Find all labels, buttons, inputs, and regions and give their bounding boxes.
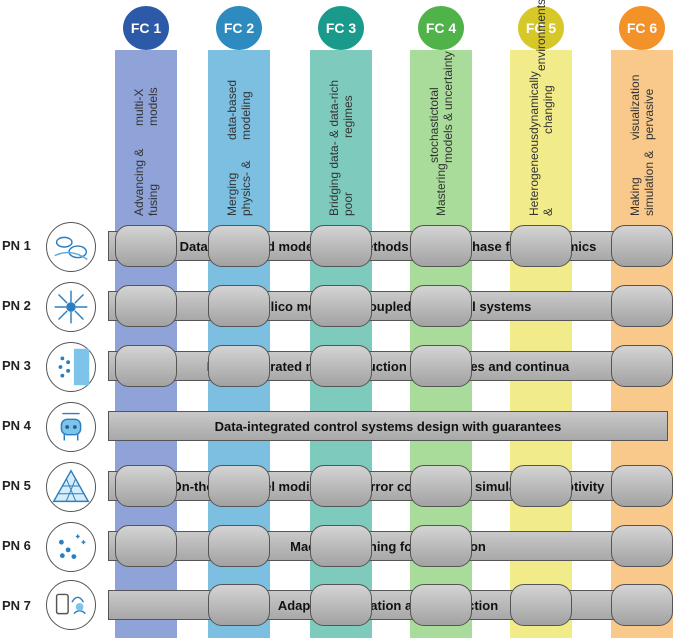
pn-7-pill-fc-6: [611, 584, 673, 626]
pn-3-pill-fc-1: [115, 345, 177, 387]
pn-1-pill-fc-1: [115, 225, 177, 267]
pn-bar-5: On-the-fly model modification, error con…: [108, 471, 668, 501]
pn-label-5: PN 5: [2, 478, 31, 493]
mesh-icon: [46, 462, 96, 512]
fc-label-6: Making simulation &visualization pervasi…: [628, 75, 656, 216]
devices-icon: [46, 580, 96, 630]
fc-badge-5: FC 5: [518, 6, 564, 50]
pn-bar-1: Data-integrated models and methods for m…: [108, 231, 668, 261]
pn-6-pill-fc-1: [115, 525, 177, 567]
pn-2-pill-fc-4: [410, 285, 472, 327]
pn-bar-3: Data-integrated model reduction for part…: [108, 351, 668, 381]
pn-label-6: PN 6: [2, 538, 31, 553]
pn-7-pill-fc-3: [310, 584, 372, 626]
pn-2-pill-fc-3: [310, 285, 372, 327]
pn-bar-2: In silico models of coupled biological s…: [108, 291, 668, 321]
fc-label-2: Merging physics- &data-based modeling: [225, 79, 253, 216]
pn-5-pill-fc-5: [510, 465, 572, 507]
pn-label-2: PN 2: [2, 298, 31, 313]
particles-icon: [46, 342, 96, 392]
pn-2-pill-fc-1: [115, 285, 177, 327]
pn-label-1: PN 1: [2, 238, 31, 253]
fc-badge-2: FC 2: [216, 6, 262, 50]
fc-label-3: Bridging data-poor& data-rich regimes: [327, 80, 355, 216]
pn-label-3: PN 3: [2, 358, 31, 373]
pn-5-pill-fc-6: [611, 465, 673, 507]
pn-5-pill-fc-2: [208, 465, 270, 507]
fc-badge-3: FC 3: [318, 6, 364, 50]
pn-3-pill-fc-4: [410, 345, 472, 387]
pn-3-pill-fc-2: [208, 345, 270, 387]
pn-1-pill-fc-3: [310, 225, 372, 267]
pn-bar-7: Adaptive simulation and interaction: [108, 590, 668, 620]
pn-1-pill-fc-2: [208, 225, 270, 267]
pn-2-pill-fc-6: [611, 285, 673, 327]
pn-7-pill-fc-5: [510, 584, 572, 626]
pn-7-pill-fc-2: [208, 584, 270, 626]
robot-icon: [46, 402, 96, 452]
pn-1-pill-fc-5: [510, 225, 572, 267]
fc-badge-6: FC 6: [619, 6, 665, 50]
pn-6-pill-fc-3: [310, 525, 372, 567]
pn-bar-4: Data-integrated control systems design w…: [108, 411, 668, 441]
cell-icon: [46, 282, 96, 332]
pn-label-7: PN 7: [2, 598, 31, 613]
pn-6-pill-fc-4: [410, 525, 472, 567]
fc-badge-1: FC 1: [123, 6, 169, 50]
pn-label-4: PN 4: [2, 418, 31, 433]
pn-bar-6: Machine learning for simulation: [108, 531, 668, 561]
pn-5-pill-fc-4: [410, 465, 472, 507]
pn-1-pill-fc-6: [611, 225, 673, 267]
pn-7-pill-fc-4: [410, 584, 472, 626]
pn-3-pill-fc-6: [611, 345, 673, 387]
ml-dots-icon: [46, 522, 96, 572]
fc-badge-4: FC 4: [418, 6, 464, 50]
pn-6-pill-fc-6: [611, 525, 673, 567]
fluid-bubbles-icon: [46, 222, 96, 272]
pn-1-pill-fc-4: [410, 225, 472, 267]
pn-2-pill-fc-2: [208, 285, 270, 327]
pn-3-pill-fc-3: [310, 345, 372, 387]
pn-5-pill-fc-1: [115, 465, 177, 507]
pn-5-pill-fc-3: [310, 465, 372, 507]
pn-6-pill-fc-2: [208, 525, 270, 567]
